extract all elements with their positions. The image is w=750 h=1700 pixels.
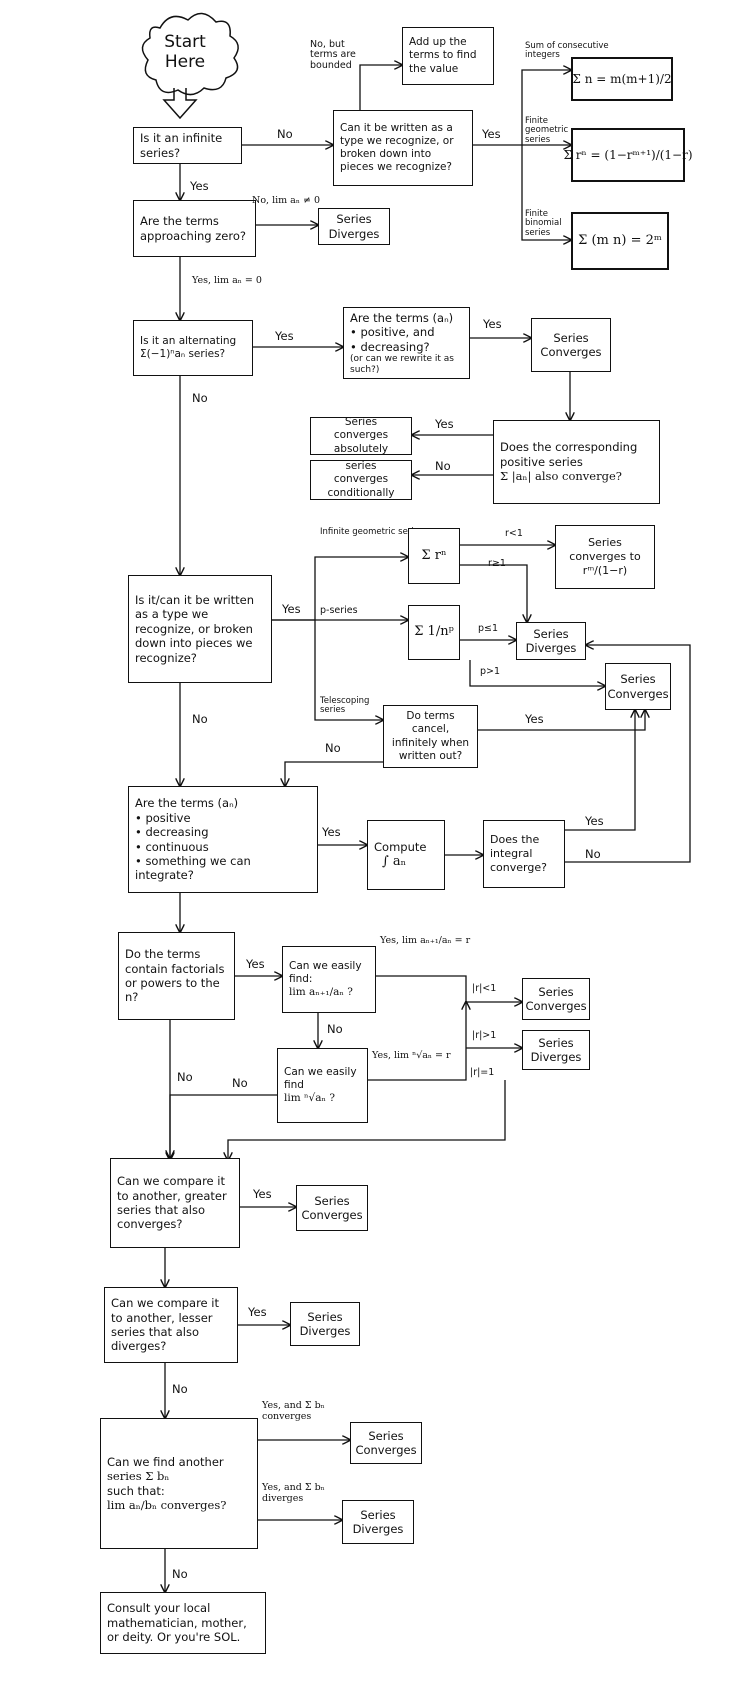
factorials-powers-question: Do the terms contain factorials or power… — [118, 932, 235, 1020]
ratio-r-gt-label: |r|>1 — [472, 1030, 497, 1041]
r-less-than-one-label: r<1 — [505, 528, 523, 539]
finite-yes-label: Yes — [482, 127, 501, 141]
alternating-terms-question: Are the terms (aₙ) • positive, and • dec… — [343, 307, 470, 379]
greater-yes-label: Yes — [253, 1187, 272, 1201]
limit-yes-converges-label: Yes, and Σ bₙ converges — [262, 1400, 325, 1423]
integral-yes-label: Yes — [322, 825, 341, 839]
absolute-no-label: No — [435, 459, 451, 473]
lesser-yes-label: Yes — [248, 1305, 267, 1319]
zero-no-label: No, lim aₙ ≠ 0 — [252, 195, 320, 206]
start-cloud-shape — [141, 12, 239, 96]
finite-geometric-label: Finite geometric series — [525, 116, 569, 145]
ratio-r-lt-label: |r|<1 — [472, 983, 497, 994]
start-arrow-shape — [162, 88, 198, 120]
absolute-yes-label: Yes — [435, 417, 454, 431]
factorials-yes-label: Yes — [246, 957, 265, 971]
ratio-series-diverges: Series Diverges — [522, 1030, 590, 1070]
p-gt-one-label: p>1 — [480, 666, 501, 677]
ratio-test-question: Can we easily find: lim aₙ₊₁/aₙ ? — [282, 946, 376, 1013]
limit-comparison-question: Can we find another series Σ bₙ such tha… — [100, 1418, 258, 1549]
alternating-series-question: Is it an alternating Σ(−1)ⁿaₙ series? — [133, 320, 253, 376]
recognize-series-converges: Series Converges — [605, 663, 671, 710]
compare-greater-question: Can we compare it to another, greater se… — [110, 1158, 240, 1248]
root-test-question: Can we easily find lim ⁿ√aₙ ? — [277, 1048, 368, 1123]
recognize-series-diverges: Series Diverges — [516, 622, 586, 660]
consecutive-sum-formula: Σ n = m(m+1)/2 — [571, 57, 673, 101]
terms-approaching-zero-question: Are the terms approaching zero? — [133, 200, 256, 257]
alternating-no-label: No — [192, 391, 208, 405]
consult-mathematician-box: Consult your local mathematician, mother… — [100, 1592, 266, 1654]
limit-yes-diverges-label: Yes, and Σ bₙ diverges — [262, 1482, 325, 1505]
ratio-no-label: No — [327, 1022, 343, 1036]
zero-series-diverges: Series Diverges — [318, 208, 390, 245]
infinite-series-question: Is it an infinite series? — [133, 127, 242, 164]
limit-series-diverges: Series Diverges — [342, 1500, 414, 1544]
series-converges-absolutely: Series converges absolutely — [310, 416, 412, 455]
limit-series-converges: Series Converges — [350, 1422, 422, 1464]
compute-integral-box: Compute ∫ aₙ — [367, 820, 445, 890]
greater-series-converges: Series Converges — [296, 1185, 368, 1231]
factorials-no-label: No — [177, 1070, 193, 1084]
lesser-series-diverges: Series Diverges — [290, 1302, 360, 1346]
integral-test-question: Are the terms (aₙ) • positive • decreasi… — [128, 786, 318, 893]
finite-binomial-label: Finite binomial series — [525, 209, 562, 238]
series-converges-conditionally: series converges conditionally — [310, 460, 412, 500]
zero-yes-label: Yes, lim aₙ = 0 — [192, 275, 262, 286]
infinite-no-label: No — [277, 127, 293, 141]
p-series-formula: Σ 1/nᵖ — [408, 605, 460, 660]
root-yes-label: Yes, lim ⁿ√aₙ = r — [372, 1050, 451, 1061]
recognize-type-question: Is it/can it be written as a type we rec… — [128, 575, 272, 683]
telescoping-yes-label: Yes — [525, 712, 544, 726]
telescoping-label: Telescoping series — [320, 696, 370, 716]
infinite-geometric-label: Infinite geometric series — [320, 527, 424, 537]
integral-converge-question: Does the integral converge? — [483, 820, 565, 888]
recognize-yes-label: Yes — [282, 602, 301, 616]
lesser-no-label: No — [172, 1382, 188, 1396]
absolute-convergence-question: Does the corresponding positive series Σ… — [493, 420, 660, 504]
geometric-series-converges: Series converges to rᵐ/(1−r) — [555, 525, 655, 589]
finite-recognize-question: Can it be written as a type we recognize… — [333, 110, 473, 186]
ratio-series-converges: Series Converges — [522, 978, 590, 1020]
alternating-series-converges: Series Converges — [531, 318, 611, 372]
ratio-r-eq-label: |r|=1 — [470, 1067, 495, 1078]
integral-converge-no-label: No — [585, 847, 601, 861]
add-up-terms-box: Add up the terms to find the value — [402, 27, 494, 85]
limit-no-label: No — [172, 1567, 188, 1581]
telescoping-question: Do terms cancel, infinitely when written… — [383, 705, 478, 768]
p-le-one-label: p≤1 — [478, 623, 499, 634]
recognize-no-label: No — [192, 712, 208, 726]
compare-lesser-question: Can we compare it to another, lesser ser… — [104, 1287, 238, 1363]
root-no-label: No — [232, 1076, 248, 1090]
telescoping-no-label: No — [325, 741, 341, 755]
consecutive-integers-label: Sum of consecutive integers — [525, 41, 609, 61]
infinite-yes-label: Yes — [190, 179, 209, 193]
r-at-least-one-label: r≥1 — [488, 558, 506, 569]
alternating-yes-label: Yes — [275, 329, 294, 343]
infinite-geometric-formula: Σ rⁿ — [408, 528, 460, 584]
p-series-label: p-series — [320, 605, 358, 616]
finite-geometric-formula: Σ rⁿ = (1−rᵐ⁺¹)/(1−r) — [563, 128, 693, 182]
ratio-yes-label: Yes, lim aₙ₊₁/aₙ = r — [380, 935, 471, 946]
finite-binomial-formula: Σ (m n) = 2ᵐ — [571, 212, 669, 270]
alternating-terms-yes-label: Yes — [483, 317, 502, 331]
no-but-bounded-label: No, but terms are bounded — [310, 39, 356, 71]
integral-converge-yes-label: Yes — [585, 814, 604, 828]
